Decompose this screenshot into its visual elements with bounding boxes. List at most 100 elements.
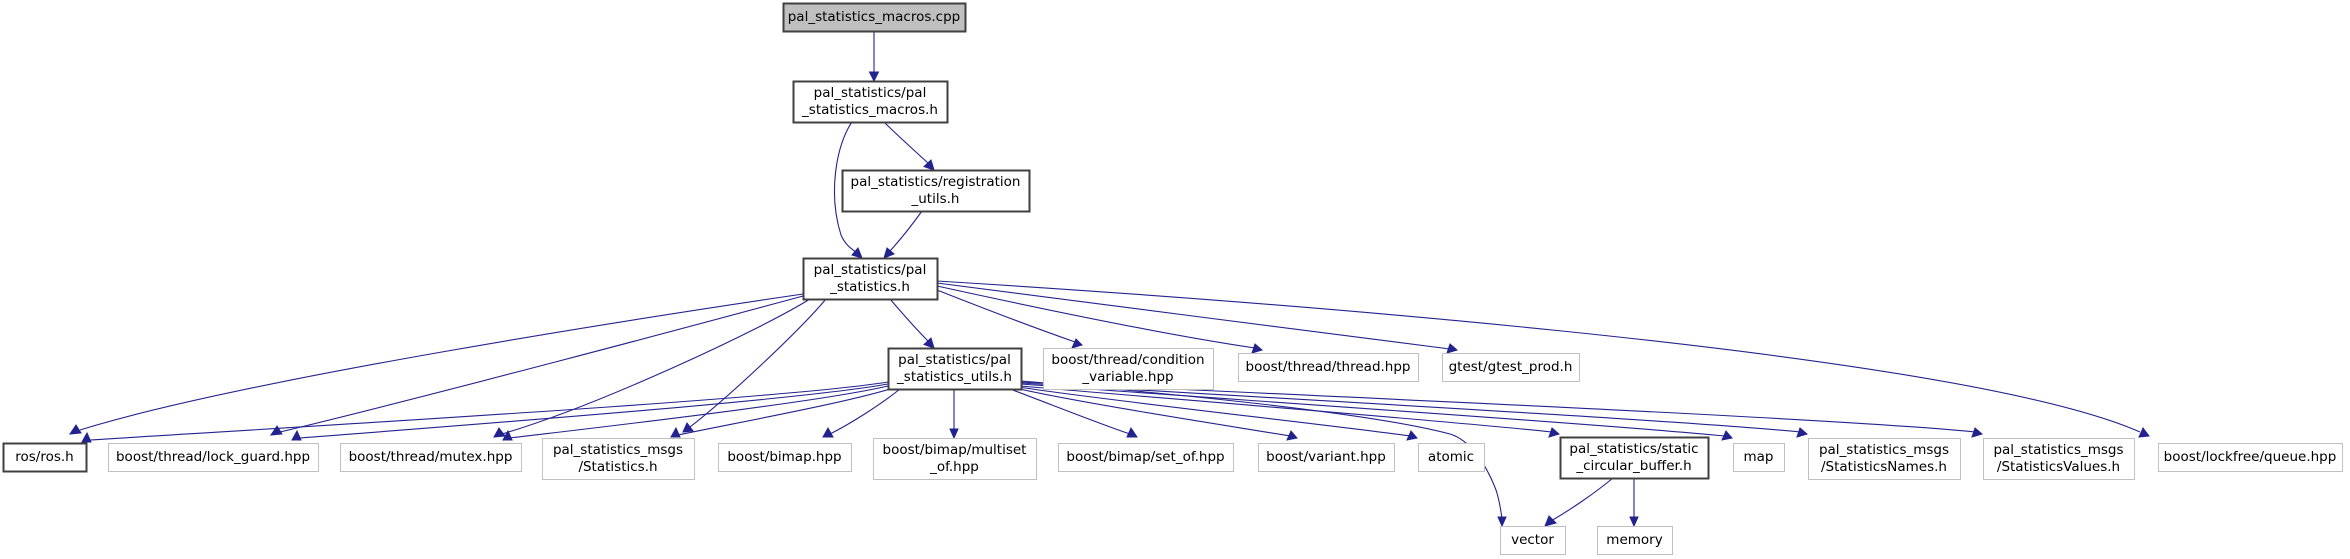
arrowhead-icon xyxy=(270,425,283,436)
node-box[interactable] xyxy=(1418,443,1485,472)
edge-line xyxy=(883,121,929,164)
node-box[interactable] xyxy=(873,438,1037,480)
node-label: vector xyxy=(1511,532,1554,548)
edge-line xyxy=(889,210,923,252)
node-label: _utils.h xyxy=(911,191,960,207)
graph-node-pal-statistics-msgs-statisticsnames-h[interactable]: pal_statistics_msgs/StatisticsNames.h xyxy=(1808,438,1961,480)
graph-edge-n4-to-n11 xyxy=(670,388,891,438)
graph-edge-n0-to-n1 xyxy=(868,31,880,83)
node-box[interactable] xyxy=(792,80,949,124)
arrowhead-icon xyxy=(1629,516,1639,528)
graph-edge-n3-to-n7 xyxy=(936,282,1459,354)
edge-line xyxy=(89,381,889,441)
arrowhead-icon xyxy=(1126,426,1138,438)
edge-line xyxy=(1020,382,1801,433)
graph-node-memory[interactable]: memory xyxy=(1597,526,1673,555)
arrowhead-icon xyxy=(1548,427,1561,438)
edge-line xyxy=(829,388,901,435)
graph-node-atomic[interactable]: atomic xyxy=(1418,443,1485,472)
graph-node-gtest-gtest-prod-h[interactable]: gtest/gtest_prod.h xyxy=(1442,353,1580,382)
node-label: _circular_buffer.h xyxy=(1575,458,1691,474)
node-box[interactable] xyxy=(1043,348,1214,390)
graph-node-vector[interactable]: vector xyxy=(1500,526,1566,555)
node-box[interactable] xyxy=(1808,438,1961,480)
node-label: boost/lockfree/queue.hpp xyxy=(2164,449,2337,465)
edge-line xyxy=(1550,477,1614,522)
node-box[interactable] xyxy=(1597,526,1673,555)
graph-edge-n3-to-n11 xyxy=(682,298,827,433)
node-box[interactable] xyxy=(841,169,1031,213)
edge-line xyxy=(833,121,857,253)
node-label: boost/bimap.hpp xyxy=(727,449,841,465)
arrowhead-icon xyxy=(1071,338,1083,349)
graph-node-boost-variant-hpp[interactable]: boost/variant.hpp xyxy=(1258,443,1395,472)
graph-node-pal-statistics-static-circular-buffer-h[interactable]: pal_statistics/static_circular_buffer.h xyxy=(1559,436,1710,480)
graph-node-pal-statistics-msgs-statistics-h[interactable]: pal_statistics_msgs/Statistics.h xyxy=(542,438,695,480)
node-label: boost/thread/mutex.hpp xyxy=(349,449,513,465)
node-box[interactable] xyxy=(1058,443,1234,472)
arrowhead-icon xyxy=(1406,430,1418,441)
node-box[interactable] xyxy=(2158,443,2343,472)
node-box[interactable] xyxy=(1559,436,1710,480)
node-label: map xyxy=(1744,449,1774,465)
graph-node-boost-bimap-set-of-hpp[interactable]: boost/bimap/set_of.hpp xyxy=(1058,443,1234,472)
graph-edge-n1-to-n2 xyxy=(883,121,935,171)
graph-edge-n3-to-n9 xyxy=(270,295,804,436)
graph-node-ros-ros-h[interactable]: ros/ros.h xyxy=(2,442,88,473)
arrowhead-icon xyxy=(1286,430,1298,441)
graph-edge-n4-to-n16 xyxy=(1017,386,1418,441)
graph-node-boost-bimap-multiset-of-hpp[interactable]: boost/bimap/multiset_of.hpp xyxy=(873,438,1037,480)
graph-node-pal-statistics-msgs-statisticsvalues-h[interactable]: pal_statistics_msgs/StatisticsValues.h xyxy=(1983,438,2135,480)
graph-edge-n3-to-n10 xyxy=(493,298,811,438)
graph-node-pal-statistics-registration-utils-h[interactable]: pal_statistics/registration_utils.h xyxy=(841,169,1031,213)
graph-edge-n3-to-n5 xyxy=(936,289,1083,349)
arrowhead-icon xyxy=(1497,516,1507,528)
node-box[interactable] xyxy=(1500,526,1566,555)
arrowhead-icon xyxy=(1971,427,1984,438)
node-box[interactable] xyxy=(1238,353,1419,382)
edge-line xyxy=(1014,387,1291,437)
graph-node-map[interactable]: map xyxy=(1733,443,1785,472)
graph-node-boost-thread-condition-variable-hpp[interactable]: boost/thread/condition_variable.hpp xyxy=(1043,348,1214,390)
graph-node-pal-statistics-macros-cpp[interactable]: pal_statistics_macros.cpp xyxy=(782,2,967,33)
graph-node-boost-lockfree-queue-hpp[interactable]: boost/lockfree/queue.hpp xyxy=(2158,443,2343,472)
node-box[interactable] xyxy=(1733,443,1785,472)
arrowhead-icon xyxy=(822,426,834,438)
node-box[interactable] xyxy=(108,443,319,472)
arrowhead-icon xyxy=(69,424,82,435)
node-box[interactable] xyxy=(1442,353,1580,382)
node-label: boost/bimap/multiset xyxy=(883,442,1027,458)
node-box[interactable] xyxy=(1983,438,2135,480)
graph-node-pal-statistics-pal-statistics-macros-h[interactable]: pal_statistics/pal_statistics_macros.h xyxy=(792,80,949,124)
edge-line xyxy=(936,289,1076,343)
graph-edge-n17-to-n23 xyxy=(1629,478,1639,528)
graph-node-boost-thread-mutex-hpp[interactable]: boost/thread/mutex.hpp xyxy=(340,443,522,472)
node-box[interactable] xyxy=(2,442,88,473)
arrowhead-icon xyxy=(1446,343,1459,354)
arrowhead-icon xyxy=(868,71,880,83)
node-box[interactable] xyxy=(887,347,1023,391)
edge-line xyxy=(501,298,811,435)
node-label: _statistics_macros.h xyxy=(801,102,938,118)
edge-line xyxy=(79,293,804,431)
node-box[interactable] xyxy=(718,443,852,472)
graph-node-boost-thread-lock-guard-hpp[interactable]: boost/thread/lock_guard.hpp xyxy=(108,443,319,472)
edge-line xyxy=(936,285,1256,349)
node-label: pal_statistics_macros.cpp xyxy=(788,9,961,25)
graph-node-pal-statistics-pal-statistics-utils-h[interactable]: pal_statistics/pal_statistics_utils.h xyxy=(887,347,1023,391)
graph-edge-n17-to-n22 xyxy=(1544,477,1614,527)
edge-line xyxy=(936,282,1451,350)
arrowhead-icon xyxy=(923,159,935,171)
graph-node-boost-bimap-hpp[interactable]: boost/bimap.hpp xyxy=(718,443,852,472)
graph-node-pal-statistics-pal-statistics-h[interactable]: pal_statistics/pal_statistics.h xyxy=(802,257,939,301)
graph-edge-n4-to-n14 xyxy=(1009,388,1138,438)
edge-line xyxy=(509,385,889,439)
node-label: boost/variant.hpp xyxy=(1266,449,1386,465)
node-label: _of.hpp xyxy=(929,459,979,475)
node-box[interactable] xyxy=(542,438,695,480)
node-box[interactable] xyxy=(782,2,967,33)
node-box[interactable] xyxy=(340,443,522,472)
graph-node-boost-thread-thread-hpp[interactable]: boost/thread/thread.hpp xyxy=(1238,353,1419,382)
node-box[interactable] xyxy=(802,257,939,301)
node-box[interactable] xyxy=(1258,443,1395,472)
